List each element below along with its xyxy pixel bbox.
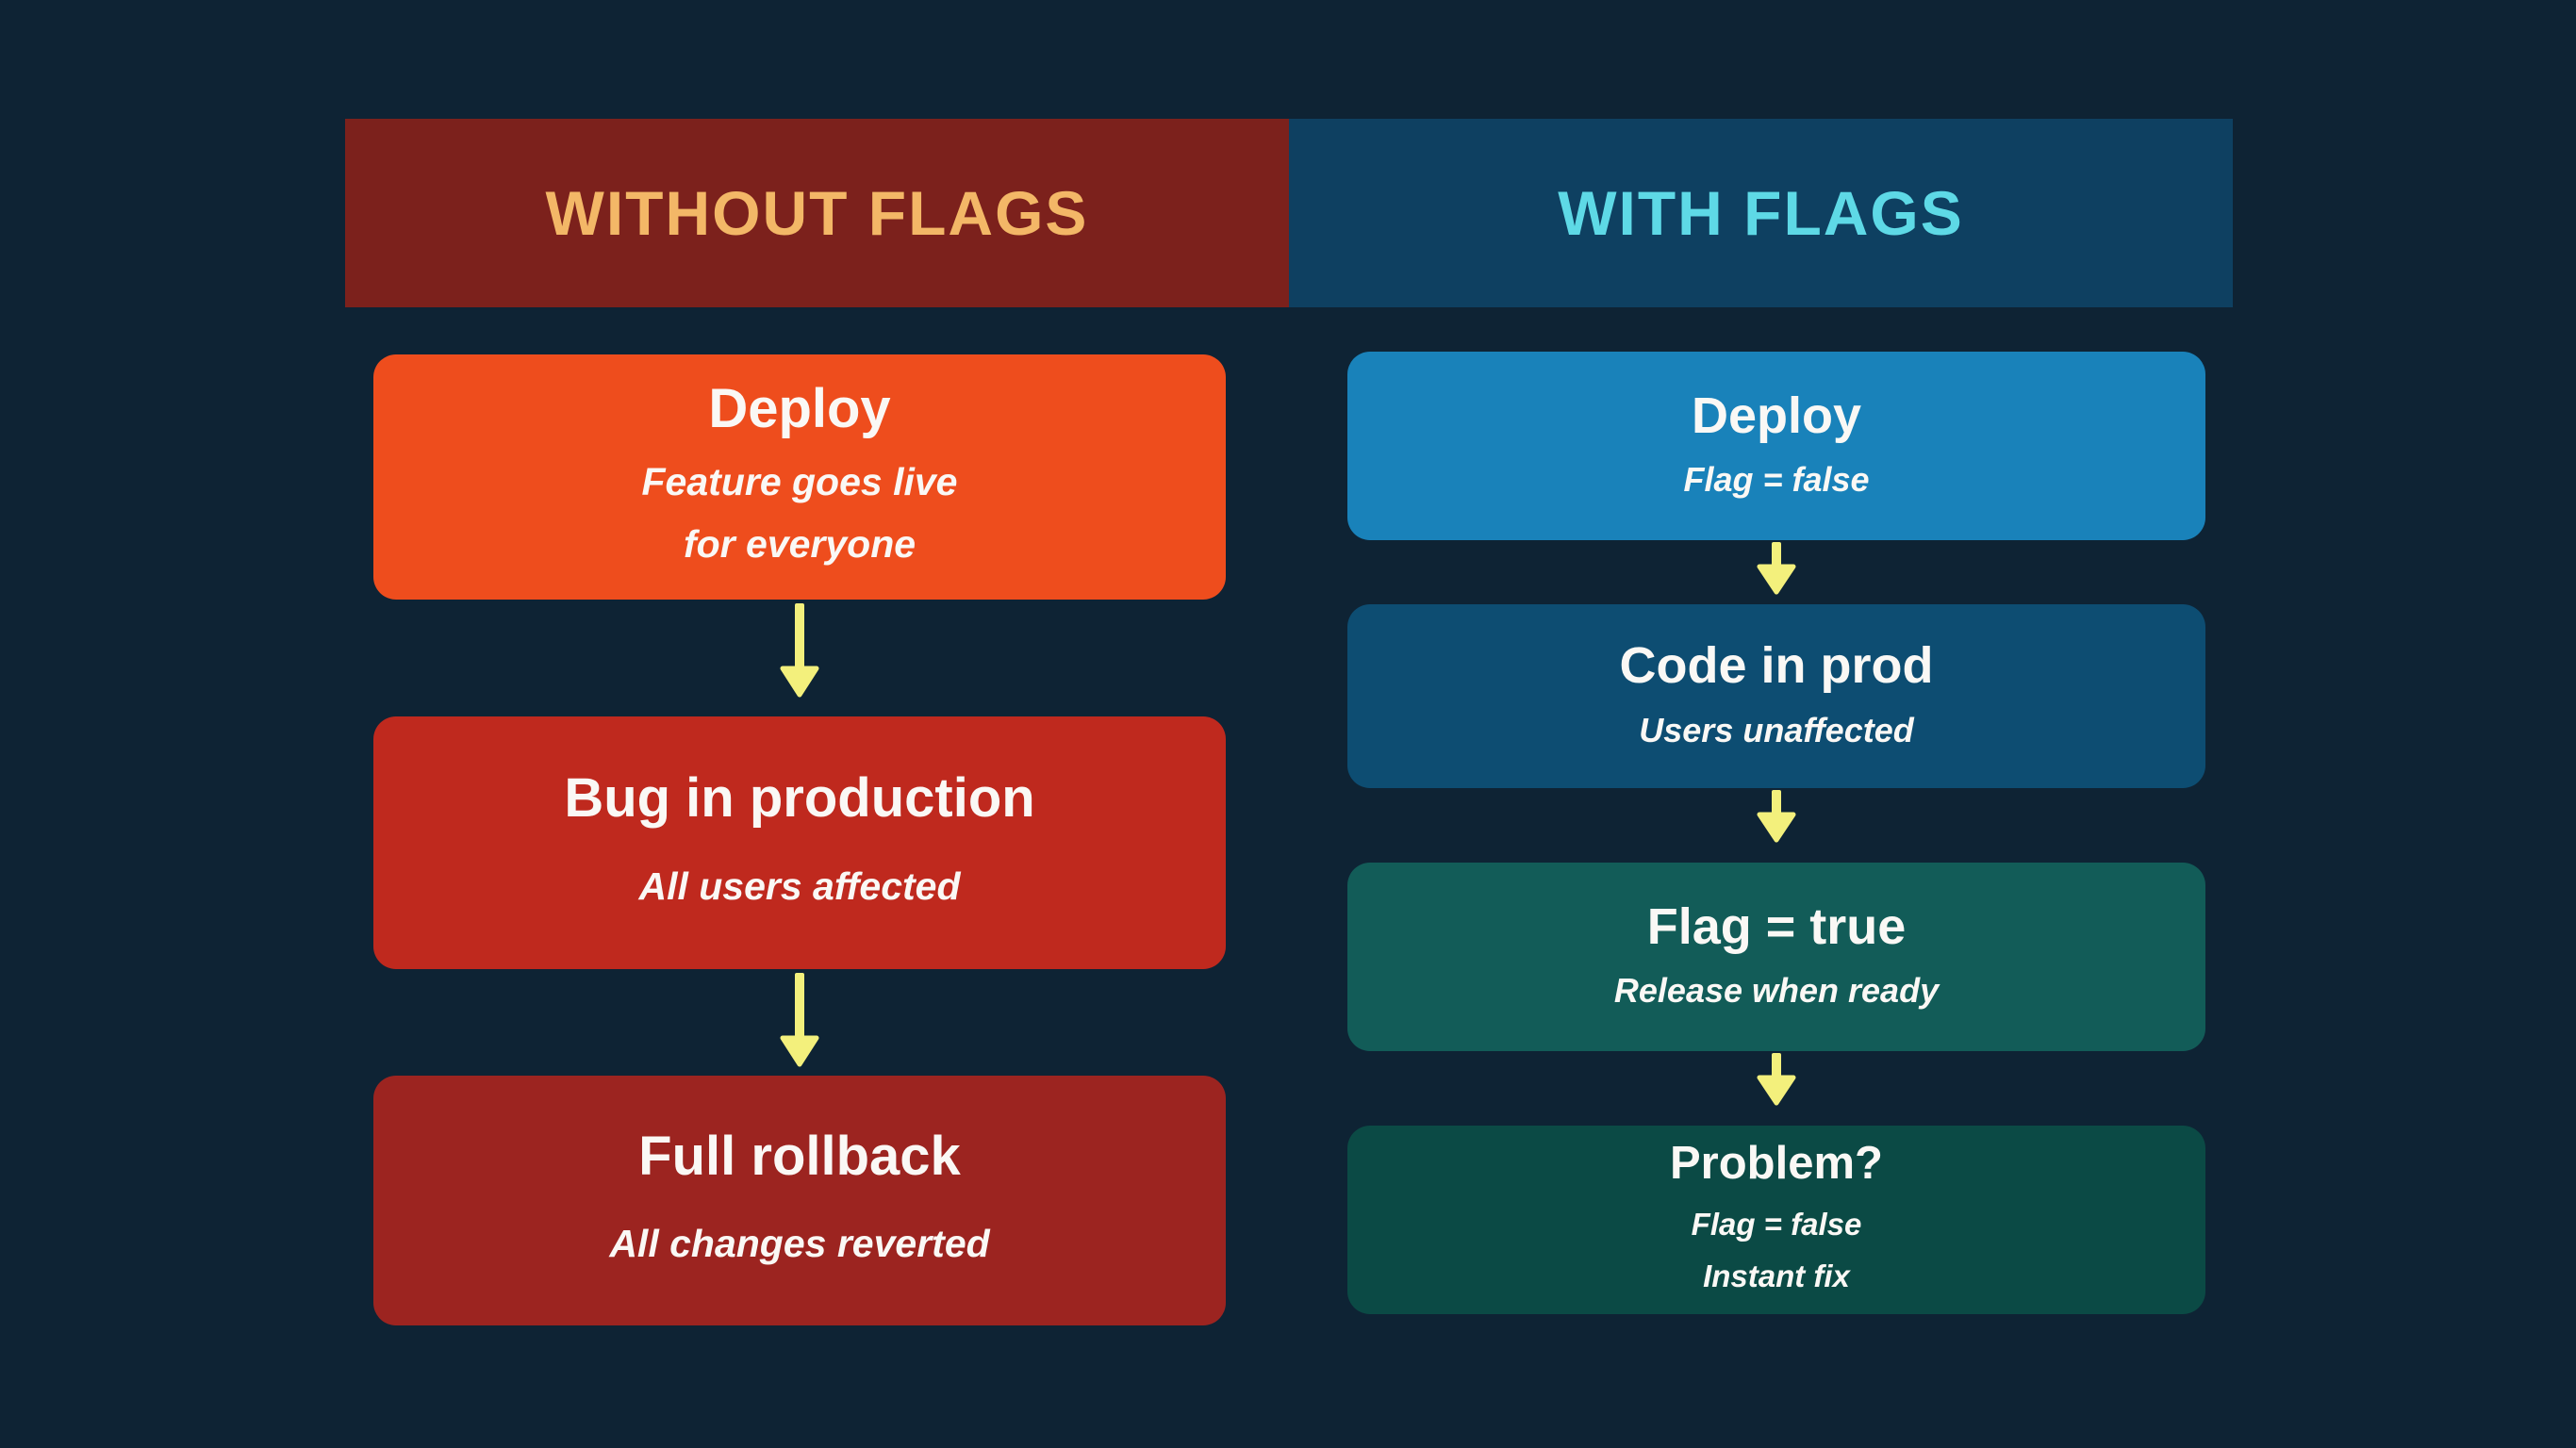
step-subtitle-line: Users unaffected: [1639, 710, 1914, 749]
step-deploy-without-flags: Deploy Feature goes live for everyone: [373, 354, 1226, 600]
step-subtitle-line: Flag = false: [1691, 1206, 1862, 1242]
down-arrow-icon: [1757, 790, 1796, 843]
step-code-in-prod: Code in prod Users unaffected: [1347, 604, 2205, 788]
down-arrow-icon: [780, 603, 819, 698]
header-without-flags-label: WITHOUT FLAGS: [545, 178, 1089, 248]
down-arrow-icon: [1757, 542, 1796, 595]
step-subtitle-line: All users affected: [638, 864, 961, 908]
step-subtitle: Flag = false Instant fix: [1692, 1198, 1862, 1303]
step-bug-in-production: Bug in production All users affected: [373, 716, 1226, 969]
step-subtitle: Flag = false: [1683, 454, 1869, 505]
step-title: Deploy: [708, 377, 891, 439]
step-subtitle-line: Flag = false: [1683, 460, 1870, 500]
step-subtitle: Feature goes live for everyone: [642, 451, 958, 577]
step-subtitle-line: Feature goes live: [641, 459, 958, 503]
step-title: Problem?: [1670, 1138, 1883, 1190]
header-without-flags: WITHOUT FLAGS: [345, 119, 1289, 307]
step-subtitle: Release when ready: [1614, 965, 1939, 1016]
step-subtitle: All changes reverted: [609, 1212, 989, 1275]
column-with-flags: Deploy Flag = false Code in prod Users u…: [1347, 352, 2205, 1314]
step-title: Code in prod: [1619, 637, 1934, 695]
step-subtitle-line: All changes reverted: [609, 1222, 990, 1266]
arrow-gap: [1347, 788, 2205, 863]
step-subtitle: Users unaffected: [1639, 705, 1913, 756]
down-arrow-icon: [1757, 1053, 1796, 1106]
header-with-flags: WITH FLAGS: [1289, 119, 2233, 307]
column-without-flags: Deploy Feature goes live for everyone Bu…: [373, 354, 1226, 1325]
step-flag-true: Flag = true Release when ready: [1347, 863, 2205, 1051]
arrow-gap: [373, 600, 1226, 716]
step-subtitle-line: Instant fix: [1703, 1259, 1850, 1294]
step-title: Bug in production: [564, 767, 1035, 830]
step-subtitle-line: Release when ready: [1613, 971, 1940, 1011]
arrow-gap: [1347, 540, 2205, 604]
step-title: Flag = true: [1646, 897, 1907, 955]
step-problem: Problem? Flag = false Instant fix: [1347, 1126, 2205, 1314]
step-full-rollback: Full rollback All changes reverted: [373, 1076, 1226, 1325]
arrow-gap: [1347, 1051, 2205, 1126]
header-with-flags-label: WITH FLAGS: [1558, 178, 1964, 248]
header: WITHOUT FLAGS WITH FLAGS: [345, 119, 2233, 307]
arrow-gap: [373, 969, 1226, 1076]
step-deploy-with-flags: Deploy Flag = false: [1347, 352, 2205, 540]
step-subtitle: All users affected: [638, 855, 960, 918]
down-arrow-icon: [780, 973, 819, 1067]
step-title: Full rollback: [638, 1125, 961, 1187]
step-title: Deploy: [1691, 387, 1862, 444]
step-subtitle-line: for everyone: [683, 522, 916, 567]
